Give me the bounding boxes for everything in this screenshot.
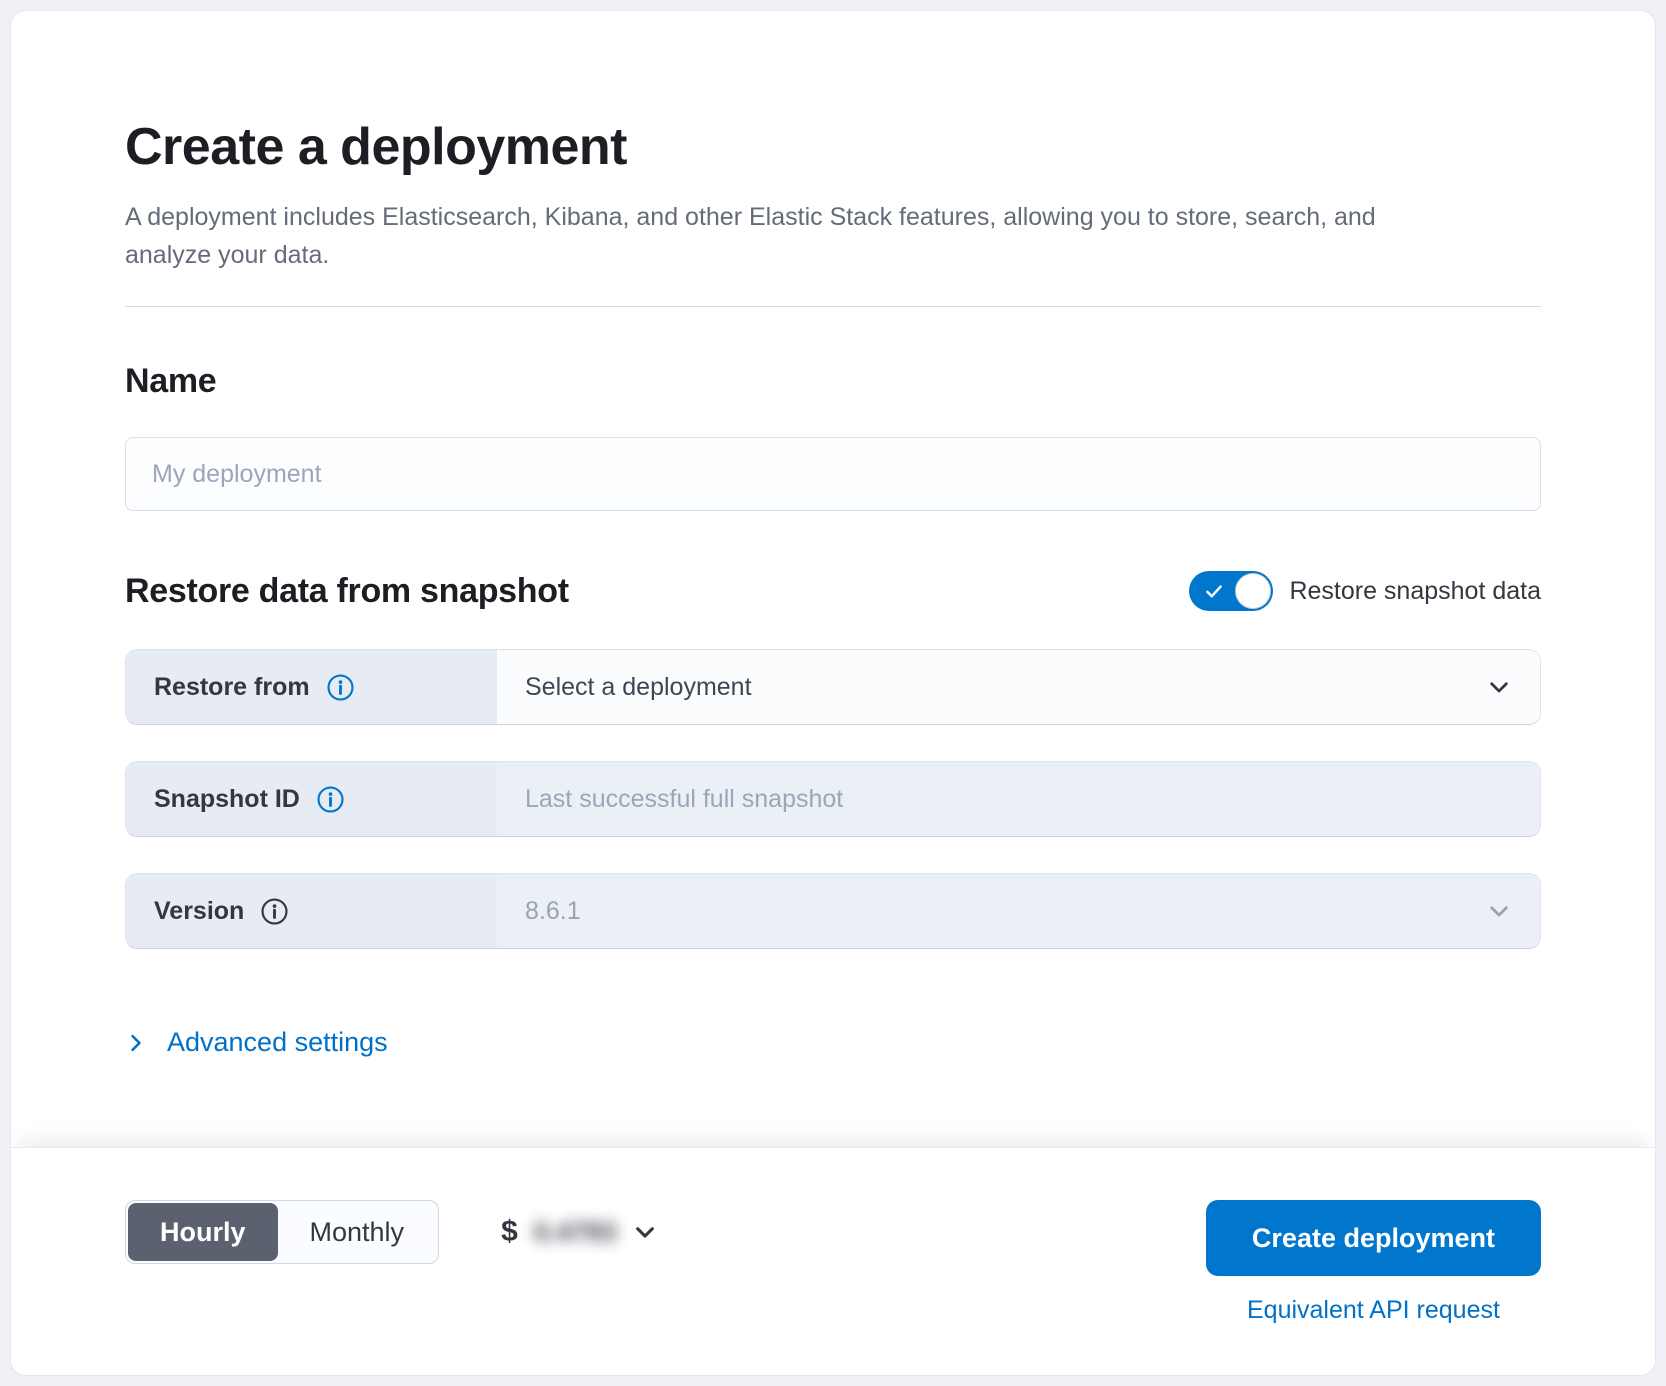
monthly-button[interactable]: Monthly [278, 1203, 437, 1261]
page-title: Create a deployment [125, 118, 628, 176]
info-icon[interactable] [316, 785, 345, 814]
chevron-down-icon [1490, 906, 1508, 917]
billing-interval-group: Hourly Monthly [125, 1200, 440, 1264]
equivalent-api-request-link[interactable]: Equivalent API request [1246, 1296, 1500, 1324]
version-select[interactable]: 8.6.1 [497, 874, 1540, 948]
create-deployment-card: Create a deployment A deployment include… [10, 10, 1656, 1376]
create-deployment-button[interactable]: Create deployment [1205, 1200, 1541, 1276]
advanced-settings-link[interactable]: Advanced settings [125, 1027, 388, 1058]
restore-from-label: Restore from [154, 672, 310, 701]
version-label: Version [154, 896, 245, 925]
restore-snapshot-toggle[interactable] [1189, 571, 1274, 611]
restore-from-row: Restore from Select a deployment [125, 649, 1541, 725]
main-content: Create a deployment A deployment include… [11, 11, 1655, 1059]
restore-section-heading: Restore data from snapshot [125, 572, 569, 610]
header-divider [125, 306, 1541, 307]
restore-from-select[interactable]: Select a deployment [497, 650, 1540, 724]
price-currency: $ [501, 1215, 518, 1248]
restore-section-header: Restore data from snapshot Restore snaps… [125, 569, 1541, 613]
snapshot-id-row: Snapshot ID Last successful full snapsho… [125, 761, 1541, 837]
page-subtitle: A deployment includes Elasticsearch, Kib… [125, 203, 1376, 269]
checkmark-icon [1206, 585, 1223, 598]
snapshot-id-input[interactable]: Last successful full snapshot [497, 762, 1540, 836]
info-icon[interactable] [260, 897, 289, 926]
advanced-settings-label: Advanced settings [167, 1027, 388, 1057]
price-display: $ 0.4793 [501, 1215, 658, 1249]
snapshot-id-placeholder: Last successful full snapshot [525, 784, 844, 813]
price-breakdown-chevron-icon[interactable] [632, 1219, 658, 1245]
bottom-bar: Hourly Monthly $ 0.4793 Create deploymen… [11, 1147, 1655, 1375]
name-section-heading: Name [125, 362, 217, 400]
info-icon[interactable] [326, 673, 355, 702]
toggle-knob [1235, 573, 1272, 609]
restore-from-value: Select a deployment [525, 672, 752, 701]
version-prepend: Version [126, 874, 497, 948]
chevron-right-icon [131, 1034, 141, 1051]
restore-toggle-label: Restore snapshot data [1289, 576, 1541, 605]
snapshot-id-prepend: Snapshot ID [126, 762, 497, 836]
chevron-down-icon [1490, 682, 1508, 693]
version-value: 8.6.1 [525, 896, 581, 925]
hourly-button[interactable]: Hourly [128, 1203, 278, 1261]
snapshot-id-label: Snapshot ID [154, 784, 300, 813]
price-amount-blurred: 0.4793 [533, 1216, 617, 1247]
billing-and-price: Hourly Monthly $ 0.4793 [125, 1200, 658, 1264]
create-actions: Create deployment Equivalent API request [1205, 1200, 1541, 1325]
version-row: Version 8.6.1 [125, 873, 1541, 949]
restore-from-prepend: Restore from [126, 650, 497, 724]
restore-snapshot-toggle-group: Restore snapshot data [1189, 571, 1541, 611]
deployment-name-input[interactable] [125, 437, 1541, 511]
